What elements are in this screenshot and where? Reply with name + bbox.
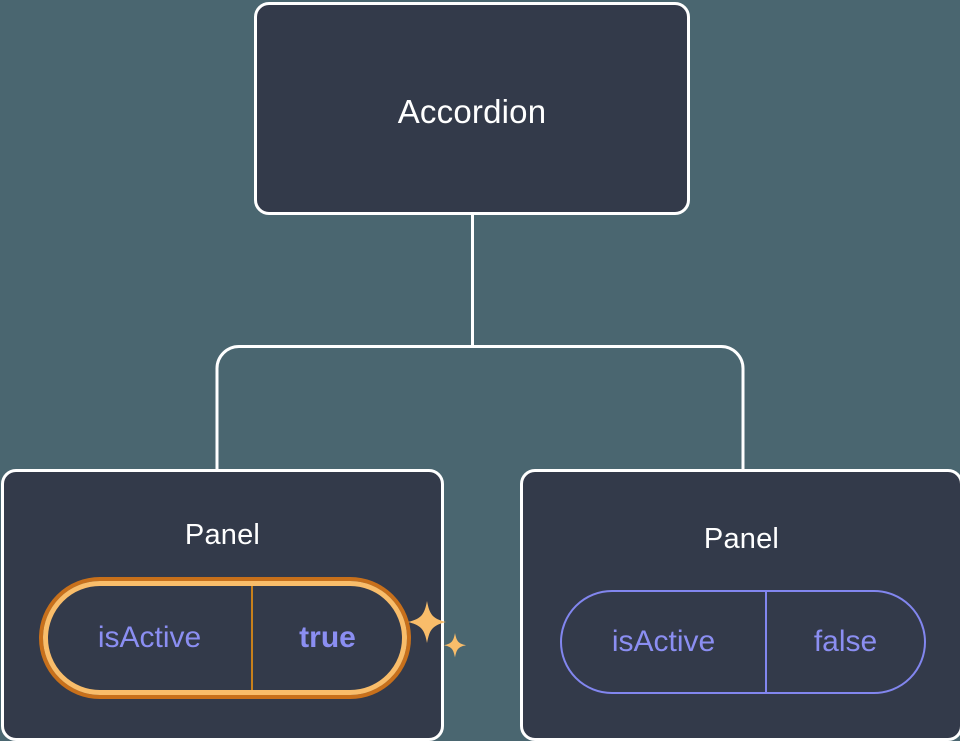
prop-name-cell: isActive xyxy=(562,592,767,692)
prop-pill-active-inner: isActive true xyxy=(43,581,407,695)
prop-value-cell: false xyxy=(767,592,924,692)
prop-pill-active-wrap: isActive true xyxy=(39,577,466,699)
connector-branch-left xyxy=(215,345,473,470)
connector-branch-right xyxy=(472,345,745,470)
sparkle-icon xyxy=(408,601,446,643)
prop-value-text: true xyxy=(299,621,356,654)
prop-pill-inactive-wrap: isActive false xyxy=(560,590,926,694)
prop-value-text: false xyxy=(813,625,878,658)
node-accordion[interactable]: Accordion xyxy=(254,2,690,215)
prop-name-text: isActive xyxy=(611,625,716,658)
prop-pill-active[interactable]: isActive true xyxy=(39,577,411,699)
prop-name-cell: isActive xyxy=(48,586,253,690)
node-panel-inactive[interactable]: Panel isActive false xyxy=(520,469,960,741)
prop-name-text: isActive xyxy=(97,621,202,654)
prop-pill-inactive[interactable]: isActive false xyxy=(560,590,926,694)
prop-value-cell: true xyxy=(253,586,402,690)
sparkle-small-icon xyxy=(444,633,466,658)
node-accordion-label: Accordion xyxy=(397,93,547,130)
node-panel-inactive-label: Panel xyxy=(703,523,780,555)
node-panel-active-label: Panel xyxy=(184,519,261,551)
node-panel-active[interactable]: Panel isActive true xyxy=(1,469,466,741)
